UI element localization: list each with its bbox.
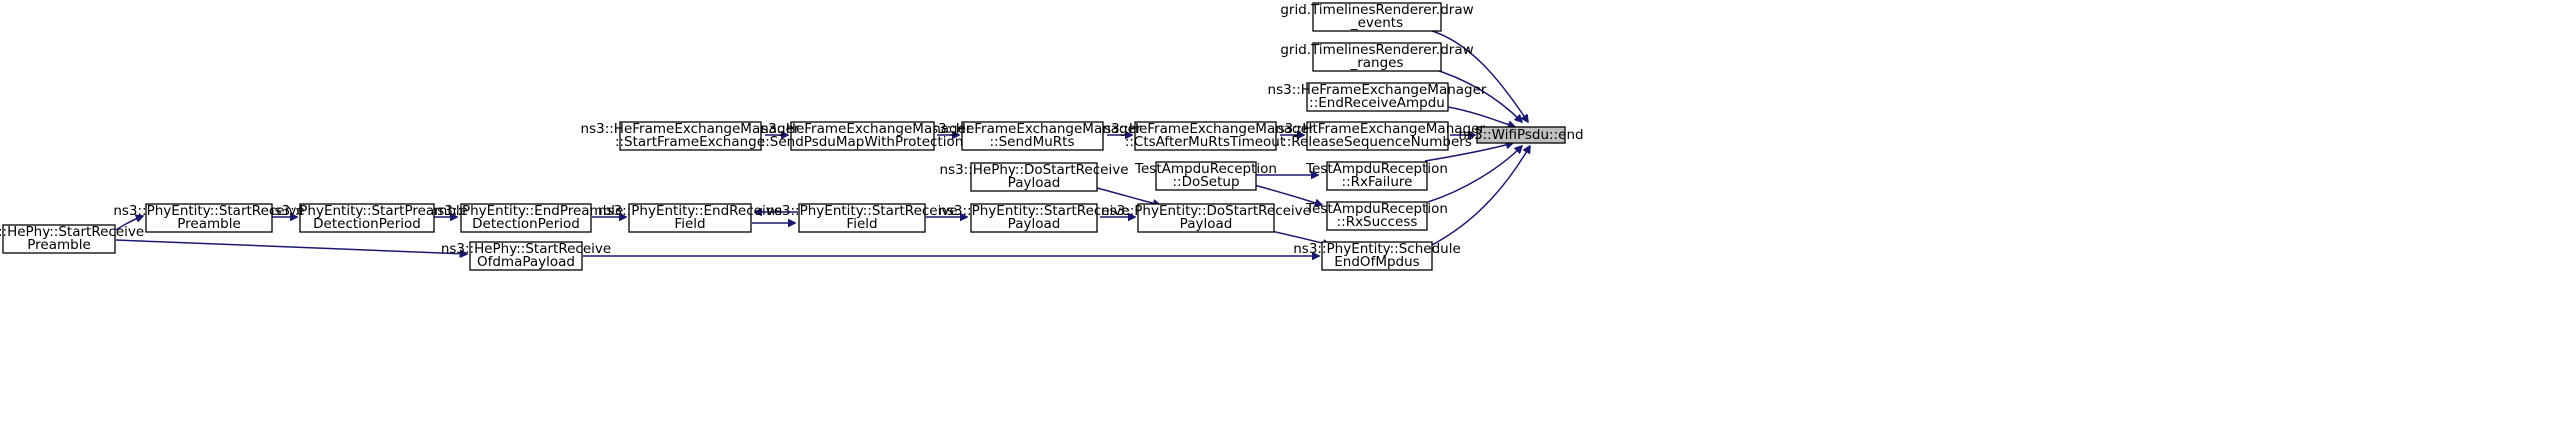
node-label-line: DetectionPeriod [313, 216, 421, 232]
node-label-line: ns3::HeFrameExchangeManager [1268, 82, 1487, 98]
node-label-line: ::StartFrameExchange [615, 134, 765, 150]
node-label-line: ::SendMuRts [989, 134, 1074, 150]
node-label-line: ns3::HePhy::DoStartReceive [939, 162, 1128, 178]
node-label-line: ::CtsAfterMuRtsTimeout [1125, 134, 1285, 150]
edge-draw-events-to-wifipsdu-end [1428, 29, 1528, 122]
node-label-line: ns3::PhyEntity::Schedule [1293, 241, 1461, 257]
edge-rx-failure-to-wifipsdu-end [1424, 143, 1513, 162]
node-send-murts[interactable]: ns3::HeFrameExchangeManager ::SendMuRts [923, 121, 1142, 151]
node-label-line: TestAmpduReception [1305, 201, 1448, 217]
node-hephy-do-start-receive-payload[interactable]: ns3::HePhy::DoStartReceive Payload [939, 162, 1129, 192]
node-rx-failure[interactable]: TestAmpduReception ::RxFailure [1305, 161, 1448, 191]
node-label-line: Payload [1008, 175, 1061, 191]
edge-schedule-end-of-mpdus-to-wifipsdu-end [1429, 146, 1530, 247]
node-label-line: grid.TimelinesRenderer.draw [1280, 2, 1473, 18]
node-phyentity-do-start-receive-payload[interactable]: ns3::PhyEntity::DoStartReceive Payload [1101, 203, 1311, 233]
edge-rx-success-to-wifipsdu-end [1427, 146, 1522, 203]
node-label-line: _ranges [1349, 55, 1403, 71]
node-label-line: ::RxFailure [1342, 174, 1413, 190]
node-label-line: OfdmaPayload [477, 254, 575, 270]
node-label-line: DetectionPeriod [472, 216, 580, 232]
node-label-line: ns3::WifiPsdu::end [1458, 127, 1583, 143]
node-label-line: EndOfMpdus [1334, 254, 1419, 270]
node-send-psdu-map-with-protection[interactable]: ns3::HeFrameExchangeManager ::SendPsduMa… [753, 121, 972, 151]
node-cts-after-murts-timeout[interactable]: ns3::HeFrameExchangeManager ::CtsAfterMu… [1096, 121, 1315, 151]
node-end-preamble-detection-period[interactable]: ns3::PhyEntity::EndPreamble DetectionPer… [429, 203, 624, 233]
node-rx-success[interactable]: TestAmpduReception ::RxSuccess [1305, 201, 1448, 231]
node-label-line: Payload [1180, 216, 1233, 232]
node-label-line: ns3::PhyEntity::StartPreamble [266, 203, 468, 219]
node-label-line: ::RxSuccess [1337, 214, 1418, 230]
node-schedule-end-of-mpdus[interactable]: ns3::PhyEntity::Schedule EndOfMpdus [1293, 241, 1461, 271]
edge-do-setup-to-rx-success [1253, 184, 1322, 205]
node-label-line: TestAmpduReception [1305, 161, 1448, 177]
node-draw-events[interactable]: grid.TimelinesRenderer.draw _events [1280, 2, 1474, 32]
node-label-line: ::EndReceiveAmpdu [1309, 95, 1445, 111]
node-end-receive-ampdu[interactable]: ns3::HeFrameExchangeManager ::EndReceive… [1268, 82, 1487, 112]
node-label-line: ns3::HeFrameExchangeManager [1096, 121, 1315, 137]
node-label-line: ::SendPsduMapWithProtection [761, 134, 964, 150]
edge-draw-ranges-to-wifipsdu-end [1429, 67, 1522, 122]
node-start-receive-field[interactable]: ns3::PhyEntity::StartReceive Field [766, 203, 958, 233]
node-label-line: ns3::HeFrameExchangeManager [581, 121, 800, 137]
node-label-line: Payload [1008, 216, 1061, 232]
node-label-line: TestAmpduReception [1134, 161, 1277, 177]
edge-hephy-start-receive-preamble-to-start-receive-ofdma-payload [115, 239, 467, 254]
node-label-line: grid.TimelinesRenderer.draw [1280, 42, 1473, 58]
node-label-line: ns3::HeFrameExchangeManager [923, 121, 1142, 137]
node-phyentity-start-receive-preamble[interactable]: ns3::PhyEntity::StartReceive Preamble [113, 203, 305, 233]
edge-end-receive-ampdu-to-wifipsdu-end [1447, 106, 1515, 127]
node-draw-ranges[interactable]: grid.TimelinesRenderer.draw _ranges [1280, 42, 1474, 72]
node-label-line: _events [1350, 15, 1403, 31]
node-label-line: ns3::HePhy::StartReceive [0, 224, 144, 240]
node-release-sequence-numbers[interactable]: ns3::HtFrameExchangeManager ::ReleaseSeq… [1269, 121, 1485, 151]
node-label-line: ns3::PhyEntity::StartReceive [113, 203, 304, 219]
edge-hephy-start-receive-preamble-to-phyentity-start-receive-preamble [115, 216, 143, 231]
node-label-line: ns3::PhyEntity::StartReceive [938, 203, 1129, 219]
node-end-receive-field[interactable]: ns3::PhyEntity::EndReceive Field [598, 203, 782, 233]
node-label-line: Preamble [27, 237, 91, 253]
node-label-line: Field [846, 216, 877, 232]
node-label-line: ns3::HePhy::StartReceive [441, 241, 611, 257]
node-label-line: ns3::HeFrameExchangeManager [753, 121, 972, 137]
node-label-line: Preamble [177, 216, 241, 232]
node-phyentity-start-receive-payload[interactable]: ns3::PhyEntity::StartReceive Payload [938, 203, 1130, 233]
node-start-preamble-detection-period[interactable]: ns3::PhyEntity::StartPreamble DetectionP… [266, 203, 468, 233]
node-start-receive-ofdma-payload[interactable]: ns3::HePhy::StartReceive OfdmaPayload [441, 241, 611, 271]
node-label-line: ns3::PhyEntity::EndReceive [598, 203, 782, 219]
node-label-line: ns3::HtFrameExchangeManager [1269, 121, 1485, 137]
node-label-line: ::ReleaseSequenceNumbers [1282, 134, 1472, 150]
node-start-frame-exchange[interactable]: ns3::HeFrameExchangeManager ::StartFrame… [581, 121, 800, 151]
node-label-line: ns3::PhyEntity::EndPreamble [429, 203, 624, 219]
node-do-setup[interactable]: TestAmpduReception ::DoSetup [1134, 161, 1277, 191]
node-wifipsdu-end[interactable]: ns3::WifiPsdu::end [1458, 126, 1584, 144]
node-label-line: Field [674, 216, 705, 232]
node-label-line: ::DoSetup [1172, 174, 1239, 190]
node-hephy-start-receive-preamble[interactable]: ns3::HePhy::StartReceive Preamble [0, 224, 144, 254]
node-label-line: ns3::PhyEntity::StartReceive [766, 203, 957, 219]
node-label-line: ns3::PhyEntity::DoStartReceive [1101, 203, 1311, 219]
